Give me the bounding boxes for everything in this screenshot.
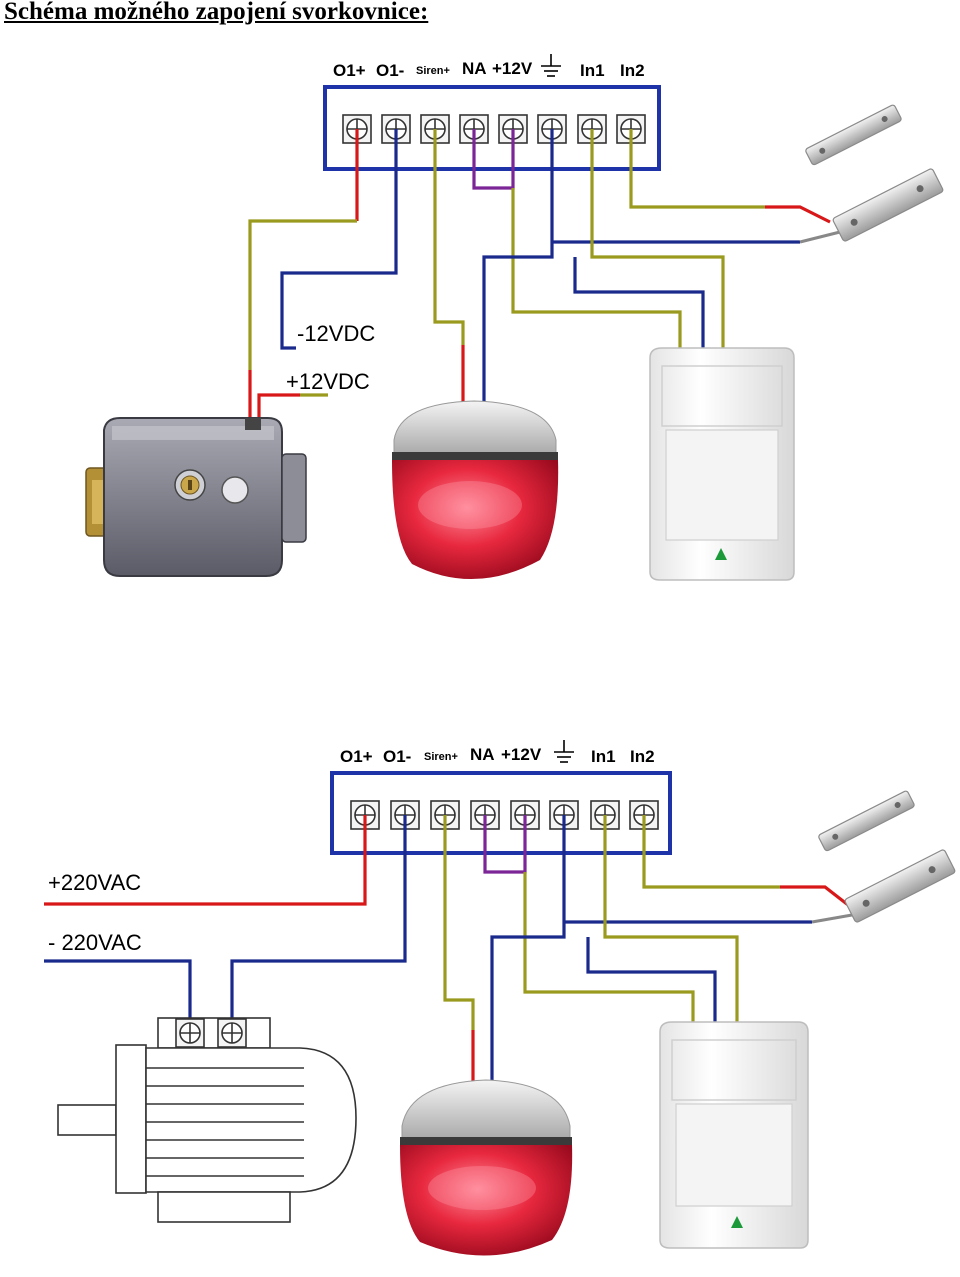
label-o1-plus: O1+ [333, 61, 366, 80]
diagram-2-motor-wiring: O1+ O1- Siren+ NA +12V In1 In2 [44, 740, 956, 1256]
label-siren-plus: Siren+ [424, 751, 458, 763]
wires-1 [248, 129, 841, 425]
electric-lock-icon [85, 417, 307, 577]
label-12v: +12V [492, 59, 533, 78]
label-minus-12vdc: -12VDC [297, 321, 375, 346]
label-plus-220vac: +220VAC [48, 870, 141, 895]
label-o1-minus: O1- [376, 61, 404, 80]
label-in1: In1 [591, 747, 616, 766]
label-plus-12vdc: +12VDC [286, 369, 370, 394]
label-in1: In1 [580, 61, 605, 80]
label-12v: +12V [501, 745, 542, 764]
magnetic-reed-contact-icon [805, 104, 944, 242]
pir-motion-sensor-icon [659, 1021, 809, 1249]
terminal-labels-1: O1+ O1- Siren+ NA +12V In1 In2 [333, 54, 645, 80]
siren-beacon-icon [400, 1079, 573, 1256]
label-na: NA [470, 745, 495, 764]
diagram-1-lock-wiring: O1+ O1- Siren+ NA +12V In1 In2 [85, 54, 944, 581]
label-o1-minus: O1- [383, 747, 411, 766]
label-o1-plus: O1+ [340, 747, 373, 766]
label-minus-220vac: - 220VAC [48, 930, 142, 955]
magnetic-reed-contact-icon [818, 790, 956, 923]
page-title: Schéma možného zapojení svorkovnice: [4, 0, 429, 25]
label-na: NA [462, 59, 487, 78]
ground-symbol-icon [554, 740, 574, 763]
label-in2: In2 [630, 747, 655, 766]
label-siren-plus: Siren+ [416, 65, 450, 77]
wires-2 [44, 815, 853, 1090]
siren-beacon-icon [392, 400, 559, 580]
label-in2: In2 [620, 61, 645, 80]
terminal-block-1 [323, 85, 661, 171]
electric-motor-icon [57, 1017, 357, 1223]
pir-motion-sensor-icon [649, 347, 795, 581]
terminal-labels-2: O1+ O1- Siren+ NA +12V In1 In2 [340, 740, 655, 766]
terminal-block-2 [330, 771, 672, 855]
ground-symbol-icon [541, 54, 561, 77]
